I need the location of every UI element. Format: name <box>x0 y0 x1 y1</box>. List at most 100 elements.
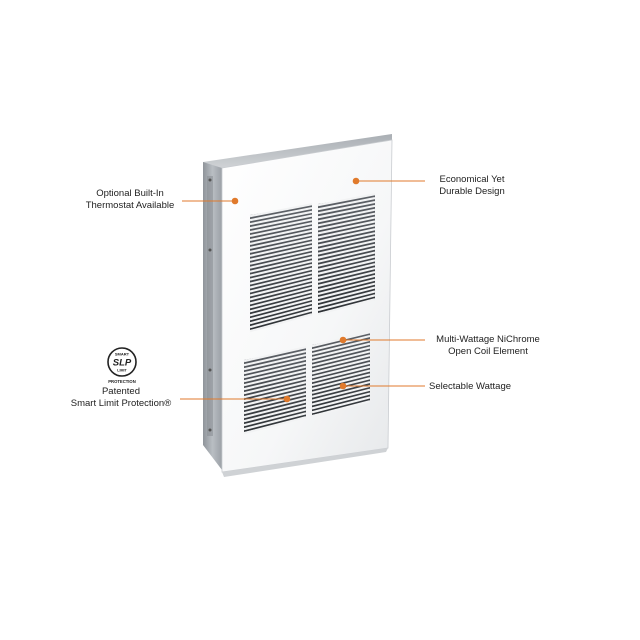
grille-louver <box>317 200 376 215</box>
grille-louver <box>311 346 371 363</box>
smart-limit-protection-logo: SMART SLP LIMIT PROTECTION <box>107 347 137 384</box>
callout-dot-protection <box>283 395 291 403</box>
callout-protection-line-2: Smart Limit Protection® <box>70 397 172 409</box>
grille-louver <box>317 243 376 259</box>
grille-louver <box>249 214 313 230</box>
grille-louver <box>311 350 371 367</box>
grille-louver <box>311 335 371 352</box>
grille-louver <box>317 193 376 207</box>
grille-louver <box>243 369 307 387</box>
grille-louver <box>317 220 376 235</box>
grille-louver <box>249 286 313 305</box>
callout-dots <box>231 177 360 403</box>
grille-louver <box>243 377 307 395</box>
callout-dot-thermostat <box>231 197 239 205</box>
grille-louver <box>243 365 307 383</box>
grille-louver <box>317 255 376 271</box>
grille-louver <box>311 396 371 414</box>
grille-louver <box>317 267 376 283</box>
grille-louver <box>249 248 313 265</box>
grille-louver <box>317 298 376 316</box>
grille-louver <box>243 361 307 379</box>
grille-louver <box>249 210 313 226</box>
badge-bottom-text: PROTECTION <box>108 379 135 384</box>
heater-grilles <box>243 193 376 435</box>
badge-ring <box>107 347 137 377</box>
callout-economical-line-2: Durable Design <box>439 185 505 197</box>
grille-louver <box>317 259 376 275</box>
callout-element-line-2: Open Coil Element <box>448 345 528 357</box>
grille-louver <box>317 286 376 304</box>
grille-louver <box>249 260 313 277</box>
grille-louver <box>317 228 376 243</box>
grille-louver <box>317 239 376 255</box>
grille-louver <box>311 369 371 387</box>
grille-louver <box>317 235 376 251</box>
badge-sub-text: LIMIT <box>117 369 127 373</box>
grille-louver <box>317 224 376 239</box>
grille-louver <box>249 275 313 293</box>
grille-louver <box>249 222 313 238</box>
grille-louver <box>249 241 313 257</box>
grille-louver <box>311 400 371 418</box>
grille-louver <box>317 208 376 223</box>
grille-louver <box>249 225 313 242</box>
grille-louver <box>243 412 307 431</box>
grille-louver <box>249 203 313 218</box>
housing-bracket <box>207 176 213 436</box>
callout-protection: Patented Smart Limit Protection® <box>62 386 180 409</box>
grille-louver <box>317 251 376 267</box>
grille-louver <box>249 206 313 222</box>
grille-louver <box>243 353 307 371</box>
grille-louver <box>249 301 313 321</box>
callout-wattage: Selectable Wattage <box>429 381 511 393</box>
grille-louver <box>249 237 313 253</box>
grille-louver <box>243 350 307 367</box>
grille-louver <box>249 313 313 333</box>
grille-louver <box>243 346 307 363</box>
grille-louver <box>249 252 313 269</box>
callout-lines <box>180 180 425 400</box>
grille-louver <box>311 342 371 359</box>
housing-screw <box>208 178 212 182</box>
grille-louver <box>249 309 313 329</box>
grille-louver <box>311 384 371 402</box>
callout-economical: Economical Yet Durable Design <box>420 174 524 197</box>
callout-thermostat-line-1: Optional Built-In <box>96 188 164 199</box>
grille-louver <box>311 354 371 371</box>
grille-louver <box>243 357 307 375</box>
grille-louver <box>317 197 376 211</box>
grille-louver <box>249 290 313 309</box>
grille-louver <box>317 270 376 287</box>
callout-dot-wattage <box>339 382 347 390</box>
grille-louver <box>243 404 307 423</box>
grille-louver <box>249 279 313 297</box>
grille-louver <box>317 290 376 308</box>
housing-screw <box>208 248 212 252</box>
grille-louver <box>249 294 313 313</box>
grille-louver <box>249 229 313 245</box>
cover-bottom-edge <box>222 448 388 477</box>
grille-louver <box>317 263 376 279</box>
grille-louver <box>311 358 371 375</box>
grille-louver <box>311 365 371 383</box>
grille-louver <box>317 204 376 219</box>
grille-louver <box>243 381 307 399</box>
grille-louver <box>311 338 371 355</box>
grille-louver <box>311 381 371 398</box>
grille-louver <box>249 282 313 301</box>
grille-louver <box>311 392 371 410</box>
grille-louver <box>317 247 376 263</box>
grille-louver <box>311 373 371 390</box>
grille-louver <box>317 278 376 296</box>
grille-louver <box>317 212 376 227</box>
grille-louver <box>249 218 313 234</box>
callout-thermostat-line-2: Thermostat Available <box>85 199 175 211</box>
grille-louver <box>317 294 376 312</box>
grille-louver <box>249 298 313 317</box>
housing-screw <box>208 368 212 372</box>
grille-louver <box>249 256 313 273</box>
grille-louver <box>249 305 313 325</box>
grille-louver <box>249 267 313 285</box>
grille-louver <box>311 361 371 379</box>
